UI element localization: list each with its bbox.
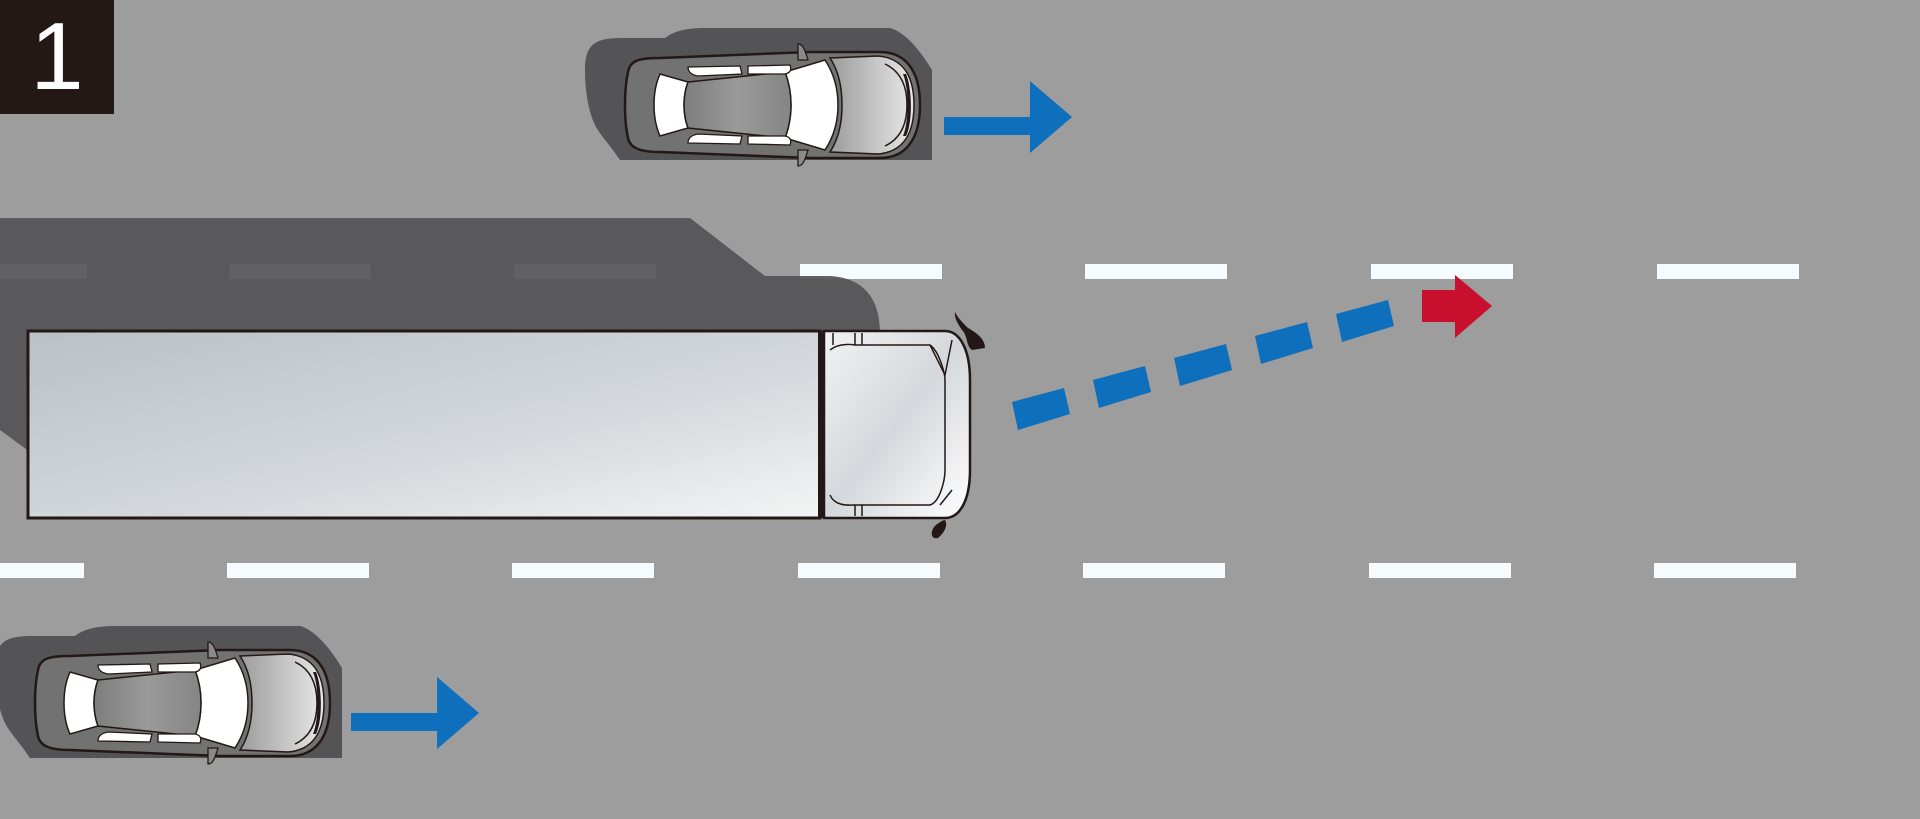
lower-lane-markings (0, 563, 1796, 578)
truck-trailer (26, 329, 822, 520)
car-bottom-lane (0, 624, 344, 766)
truck-shadow (0, 218, 880, 452)
car-top-lane (583, 26, 934, 168)
truck-cab (822, 312, 985, 539)
step-number-badge: 1 (0, 0, 114, 114)
blue-dashed-path-icon (1012, 300, 1394, 430)
red-arrow-icon (1422, 275, 1492, 338)
